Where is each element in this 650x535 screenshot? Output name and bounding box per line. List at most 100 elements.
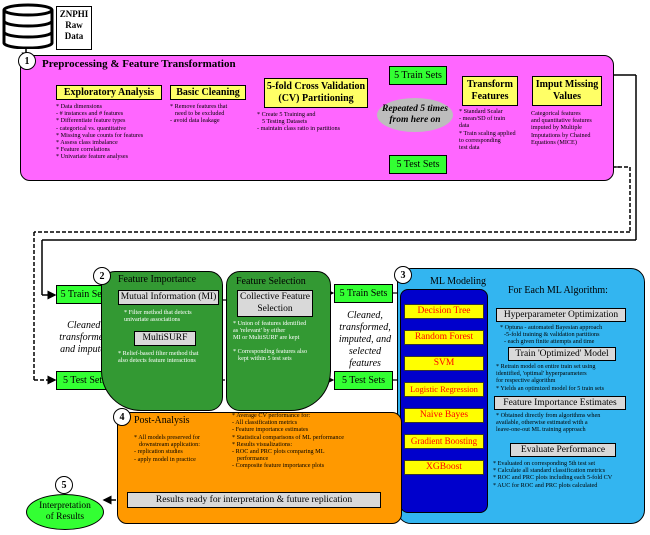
impute-bullet: Imputations by Chained bbox=[531, 131, 591, 139]
algo-svm: SVM bbox=[404, 356, 484, 371]
eda-bullets: * Data dimensions - # instances and # fe… bbox=[56, 103, 166, 161]
post-left-bullet: downstream application: bbox=[139, 441, 200, 449]
post-left-bullet: * All models preserved for bbox=[134, 434, 200, 441]
fs-bullet: as 'relevant' by either bbox=[233, 327, 286, 335]
impute-bullet: and quantitative features bbox=[531, 117, 592, 125]
test-sets-box-1: 5 Test Sets bbox=[389, 155, 447, 174]
fs-bullet: * Union of features identified bbox=[233, 320, 307, 327]
train-optimized-bullet: * Yields an optimized model for 5 train … bbox=[496, 384, 605, 392]
impute-title: Imput Missing Values bbox=[535, 79, 599, 102]
transform-bullet: * Standard Scalar bbox=[459, 108, 503, 115]
cleaning-bullet: need to be excluded bbox=[175, 110, 225, 118]
eda-title: Exploratory Analysis bbox=[63, 87, 155, 98]
transform-bullet: - mean/SD of train bbox=[459, 115, 506, 123]
fi-estimates-box: Feature Importance Estimates bbox=[494, 396, 626, 410]
step-number-3: 3 bbox=[394, 266, 412, 284]
train-sets-label-1: 5 Train Sets bbox=[394, 70, 442, 81]
mid-cleaned-line: selected bbox=[348, 346, 382, 357]
preprocessing-title: Preprocessing & Feature Transformation bbox=[42, 58, 236, 70]
ml-modeling-title: ML Modeling bbox=[430, 276, 487, 287]
cv-bullet: - maintain class ratio in partitions bbox=[257, 125, 340, 133]
train-sets-box-1: 5 Train Sets bbox=[389, 66, 447, 85]
results-ready-box: Results ready for interpretation & futur… bbox=[127, 492, 381, 508]
raw-data-cylinder bbox=[2, 3, 54, 49]
mi-bullets: * Filter method that detects univariate … bbox=[124, 309, 192, 323]
raw-data-line1: ZNPHI bbox=[59, 9, 89, 19]
left-cleaned-note: Cleaned, transformed, and imputed bbox=[52, 320, 118, 356]
mi-bullet: * Filter method that detects bbox=[124, 309, 192, 316]
train-optimized-title: Train 'Optimized' Model bbox=[515, 349, 609, 359]
post-analysis-right-bullets: * Average CV performance for: - All clas… bbox=[232, 412, 344, 470]
mid-cleaned-note: Cleaned, transformed, imputed, and selec… bbox=[330, 310, 400, 370]
algorithm-list bbox=[400, 289, 488, 513]
left-cleaned-line: Cleaned, bbox=[67, 320, 103, 331]
repeated-ellipse: Repeated 5 times from here on bbox=[377, 98, 453, 132]
post-left-bullet: - apply model in practice bbox=[134, 455, 196, 463]
feature-selection-title: Feature Selection bbox=[236, 276, 306, 287]
algo-gradient-boosting: Gradient Boosting bbox=[404, 434, 484, 449]
cv-box: 5-fold Cross Validation (CV) Partitionin… bbox=[264, 78, 368, 108]
post-right-bullet: - Feature importance estimates bbox=[232, 426, 309, 434]
cleaning-bullet: - avoid data leakage bbox=[170, 117, 220, 125]
collective-fs-label: Collective Feature Selection bbox=[240, 292, 310, 314]
test-sets-label-3: 5 Test Sets bbox=[341, 375, 385, 386]
fi-estimates-bullet: leave-one-out ML training approach bbox=[496, 426, 586, 434]
transform-bullet: test data bbox=[459, 144, 480, 152]
train-sets-box-2: 5 Train Sets bbox=[56, 285, 113, 304]
post-analysis-title: Post-Analysis bbox=[134, 415, 190, 426]
train-optimized-box: Train 'Optimized' Model bbox=[508, 347, 616, 361]
impute-bullet: Categorical features bbox=[531, 110, 581, 117]
for-each-title: For Each ML Algorithm: bbox=[508, 285, 608, 296]
post-right-bullet: * Results visualizations: bbox=[232, 440, 293, 448]
hyperparameter-bullet: * Optuna - automated Bayesian approach bbox=[500, 324, 603, 331]
mi-bullet: univariate associations bbox=[124, 316, 181, 324]
multisurf-bullets: * Relief-based filter method that also d… bbox=[118, 350, 198, 364]
algo-xgboost: XGBoost bbox=[404, 460, 484, 475]
algo-decision-tree: Decision Tree bbox=[404, 304, 484, 319]
transform-bullet: data bbox=[459, 122, 470, 130]
post-right-bullet: performance bbox=[237, 455, 269, 463]
train-optimized-bullets: * Retrain model on entire train set usin… bbox=[496, 363, 604, 392]
step-number-1: 1 bbox=[18, 52, 36, 70]
transform-bullets: * Standard Scalar - mean/SD of train dat… bbox=[459, 108, 529, 151]
cleaning-title: Basic Cleaning bbox=[176, 87, 240, 98]
evaluate-bullets: * Evaluated on corresponding 5th test se… bbox=[493, 460, 612, 489]
algo-naive-bayes: Naive Bayes bbox=[404, 408, 484, 423]
cleaning-bullet: * Remove features that bbox=[170, 103, 228, 110]
hyperparameter-bullet: - each given finite attempts and time bbox=[504, 338, 595, 346]
test-sets-box-3: 5 Test Sets bbox=[334, 371, 393, 390]
transform-box: Transform Features bbox=[462, 76, 518, 106]
fs-bullets: * Union of features identified as 'relev… bbox=[233, 320, 307, 362]
post-left-bullet: - replication studies bbox=[134, 448, 183, 456]
train-optimized-bullet: identified, 'optimal' hyperparameters bbox=[496, 370, 587, 378]
evaluate-box: Evaluate Performance bbox=[510, 443, 616, 457]
test-sets-label-2: 5 Test Sets bbox=[62, 375, 106, 386]
train-optimized-bullet: * Retrain model on entire train set usin… bbox=[496, 363, 596, 370]
eda-bullet: - categorical vs. quantitative bbox=[56, 124, 127, 132]
fs-bullet: kept within 5 test sets bbox=[238, 354, 292, 362]
post-analysis-left-bullets: * All models preserved for downstream ap… bbox=[134, 434, 200, 463]
eda-bullet: * Univariate feature analyses bbox=[56, 153, 128, 161]
hyperparameter-bullets: * Optuna - automated Bayesian approach -… bbox=[500, 324, 602, 346]
train-sets-box-3: 5 Train Sets bbox=[334, 284, 393, 303]
transform-title: Transform Features bbox=[467, 79, 513, 102]
eda-bullet: * Feature correlations bbox=[56, 146, 110, 154]
fi-estimates-bullet: * Obtained directly from algorithms when bbox=[496, 412, 601, 419]
multisurf-box: MultiSURF bbox=[134, 331, 196, 346]
algo-logistic-regression: Logistic Regression bbox=[404, 382, 484, 397]
evaluate-title: Evaluate Performance bbox=[520, 445, 606, 455]
multisurf-bullet: also detects feature interactions bbox=[118, 357, 196, 365]
fi-estimates-bullets: * Obtained directly from algorithms when… bbox=[496, 412, 600, 434]
step-number-4: 4 bbox=[113, 408, 131, 426]
raw-data-line2: Raw bbox=[65, 20, 83, 30]
evaluate-bullet: * Calculate all standard classification … bbox=[493, 467, 606, 475]
post-right-bullet: - ROC and PRC plots comparing ML bbox=[232, 448, 325, 456]
hyperparameter-title: Hyperparameter Optimization bbox=[503, 310, 619, 320]
cv-bullet: * Create 5 Training and bbox=[257, 111, 316, 118]
left-cleaned-line: and imputed bbox=[60, 344, 110, 355]
fs-bullet: MI or MultiSURF are kept bbox=[233, 334, 300, 342]
mid-cleaned-line: transformed, bbox=[339, 322, 391, 333]
eda-bullet: * Missing value counts for features bbox=[56, 131, 144, 139]
evaluate-bullet: * ROC and PRC plots including each 5-fol… bbox=[493, 474, 613, 482]
step-number-2: 2 bbox=[93, 267, 111, 285]
